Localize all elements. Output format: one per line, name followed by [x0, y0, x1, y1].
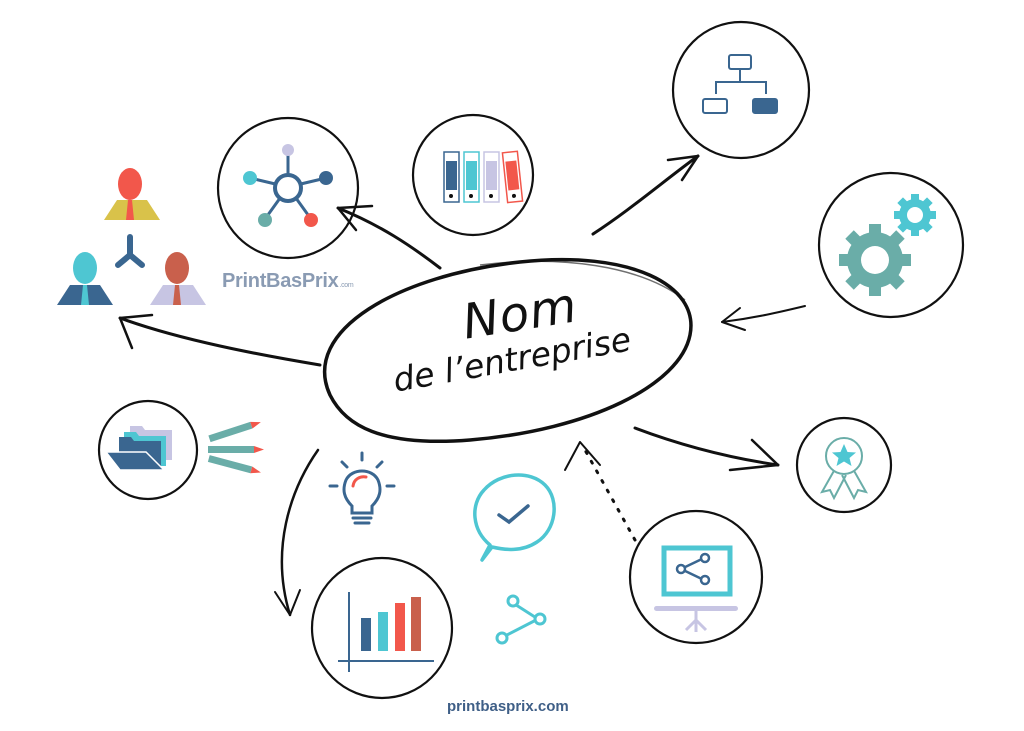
team-people-icon	[57, 168, 206, 305]
chat-check-icon	[473, 473, 556, 562]
org-chart-icon	[702, 54, 778, 114]
bar-chart-icon	[338, 592, 434, 672]
gears-icon	[839, 194, 936, 296]
arrows	[118, 154, 806, 617]
brand-logo: PrintBasPrix.com	[222, 270, 354, 293]
presentation-share-icon	[654, 545, 738, 632]
share-icon	[495, 594, 547, 645]
folders-icon	[104, 426, 172, 471]
award-ribbon-icon	[819, 437, 869, 501]
network-hub-icon	[243, 144, 333, 227]
brand-suffix: .com	[339, 282, 354, 289]
lightbulb-icon	[328, 451, 396, 525]
brand-name: PrintBasPrix	[222, 270, 339, 292]
binders-icon	[443, 150, 524, 204]
pencils-icon	[207, 421, 264, 474]
center-ellipse	[322, 257, 693, 443]
footer-url: printbasprix.com	[447, 698, 569, 715]
node-circles	[97, 20, 965, 700]
